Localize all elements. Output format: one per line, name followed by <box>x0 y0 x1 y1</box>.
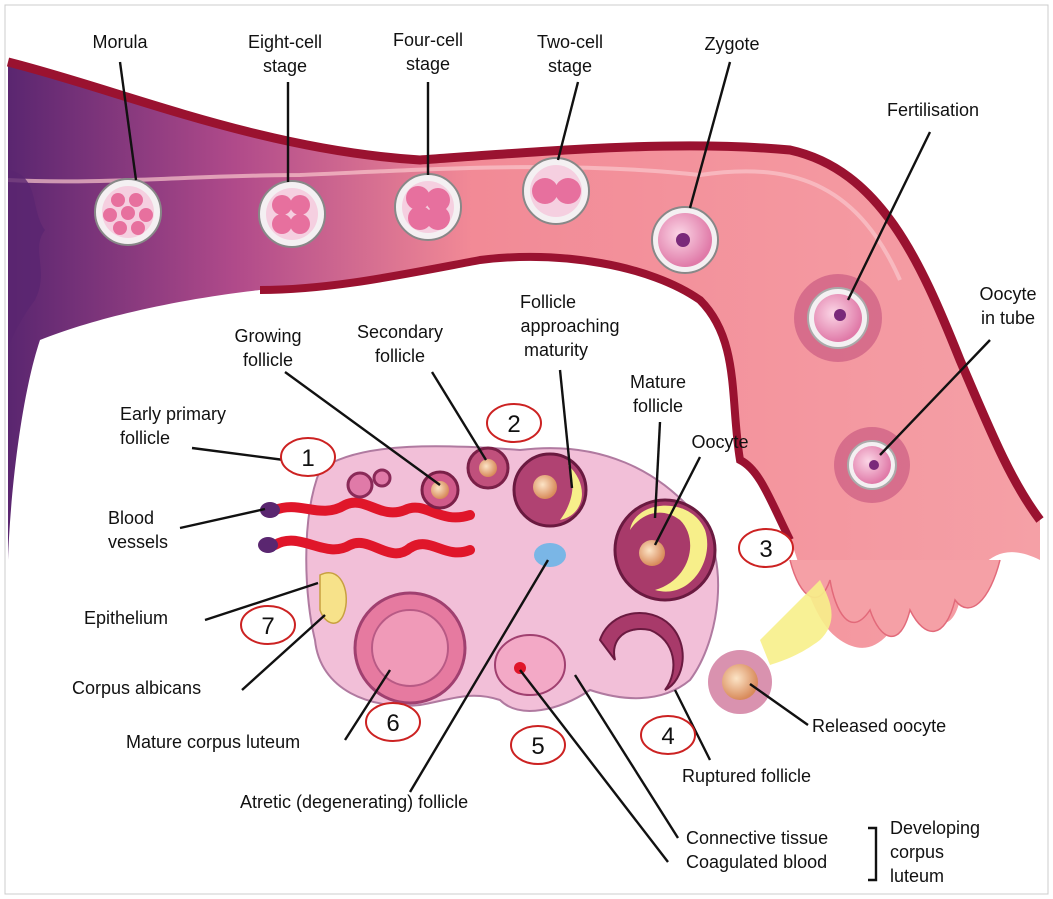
label-developing-line2: corpus <box>890 842 944 862</box>
eight-cell-stage-cell <box>259 181 325 247</box>
label-coagulated-blood: Coagulated blood <box>686 852 827 872</box>
label-growing-follicle-line2: follicle <box>243 350 293 370</box>
stage-number-1: 1 <box>281 438 335 476</box>
label-connective-tissue: Connective tissue <box>686 828 828 848</box>
label-two-cell-line1: Two-cell <box>537 32 603 52</box>
label-mature-follicle-line2: follicle <box>633 396 683 416</box>
oocyte-in-tube-cell <box>834 427 910 503</box>
label-follicle-approaching-line3: maturity <box>524 340 588 360</box>
stage-number-5: 5 <box>511 726 565 764</box>
label-blood-vessels-line1: Blood <box>108 508 154 528</box>
label-four-cell-line1: Four-cell <box>393 30 463 50</box>
label-four-cell-line2: stage <box>406 54 450 74</box>
zygote-cell <box>652 207 718 273</box>
two-cell-stage-cell <box>523 158 589 224</box>
label-developing-line1: Developing <box>890 818 980 838</box>
label-mature-follicle-line1: Mature <box>630 372 686 392</box>
label-oocyte-in-tube-line1: Oocyte <box>979 284 1036 304</box>
stage-number-6: 6 <box>366 703 420 741</box>
label-mature-corpus-luteum: Mature corpus luteum <box>126 732 300 752</box>
label-corpus-albicans: Corpus albicans <box>72 678 201 698</box>
label-oocyte-in-tube-line2: in tube <box>981 308 1035 328</box>
morula-cell <box>95 179 161 245</box>
label-early-primary-line1: Early primary <box>120 404 226 424</box>
stage-number-2: 2 <box>487 404 541 442</box>
label-zygote: Zygote <box>704 34 759 54</box>
stage-number-7: 7 <box>241 606 295 644</box>
label-secondary-follicle-line1: Secondary <box>357 322 443 342</box>
label-growing-follicle-line1: Growing <box>234 326 301 346</box>
svg-text:6: 6 <box>386 710 399 737</box>
label-follicle-approaching-line2: approaching <box>520 316 619 336</box>
label-developing-line3: luteum <box>890 866 944 886</box>
svg-text:2: 2 <box>507 411 520 438</box>
svg-text:7: 7 <box>261 613 274 640</box>
svg-text:1: 1 <box>301 445 314 472</box>
label-fertilisation: Fertilisation <box>887 100 979 120</box>
svg-text:3: 3 <box>759 536 772 563</box>
fertilisation-cell <box>794 274 882 362</box>
label-released-oocyte: Released oocyte <box>812 716 946 736</box>
label-follicle-approaching-line1: Follicle <box>520 292 576 312</box>
svg-text:4: 4 <box>661 723 674 750</box>
label-atretic-follicle: Atretic (degenerating) follicle <box>240 792 468 812</box>
label-morula: Morula <box>92 32 148 52</box>
stage-number-3: 3 <box>739 529 793 567</box>
released-oocyte-cell <box>708 650 772 714</box>
label-eight-cell-line1: Eight-cell <box>248 32 322 52</box>
label-blood-vessels-line2: vessels <box>108 532 168 552</box>
four-cell-stage-cell <box>395 174 461 240</box>
stage-number-4: 4 <box>641 716 695 754</box>
label-eight-cell-line2: stage <box>263 56 307 76</box>
label-epithelium: Epithelium <box>84 608 168 628</box>
label-two-cell-line2: stage <box>548 56 592 76</box>
label-secondary-follicle-line2: follicle <box>375 346 425 366</box>
label-ruptured-follicle: Ruptured follicle <box>682 766 811 786</box>
label-early-primary-line2: follicle <box>120 428 170 448</box>
label-oocyte: Oocyte <box>691 432 748 452</box>
svg-text:5: 5 <box>531 733 544 760</box>
